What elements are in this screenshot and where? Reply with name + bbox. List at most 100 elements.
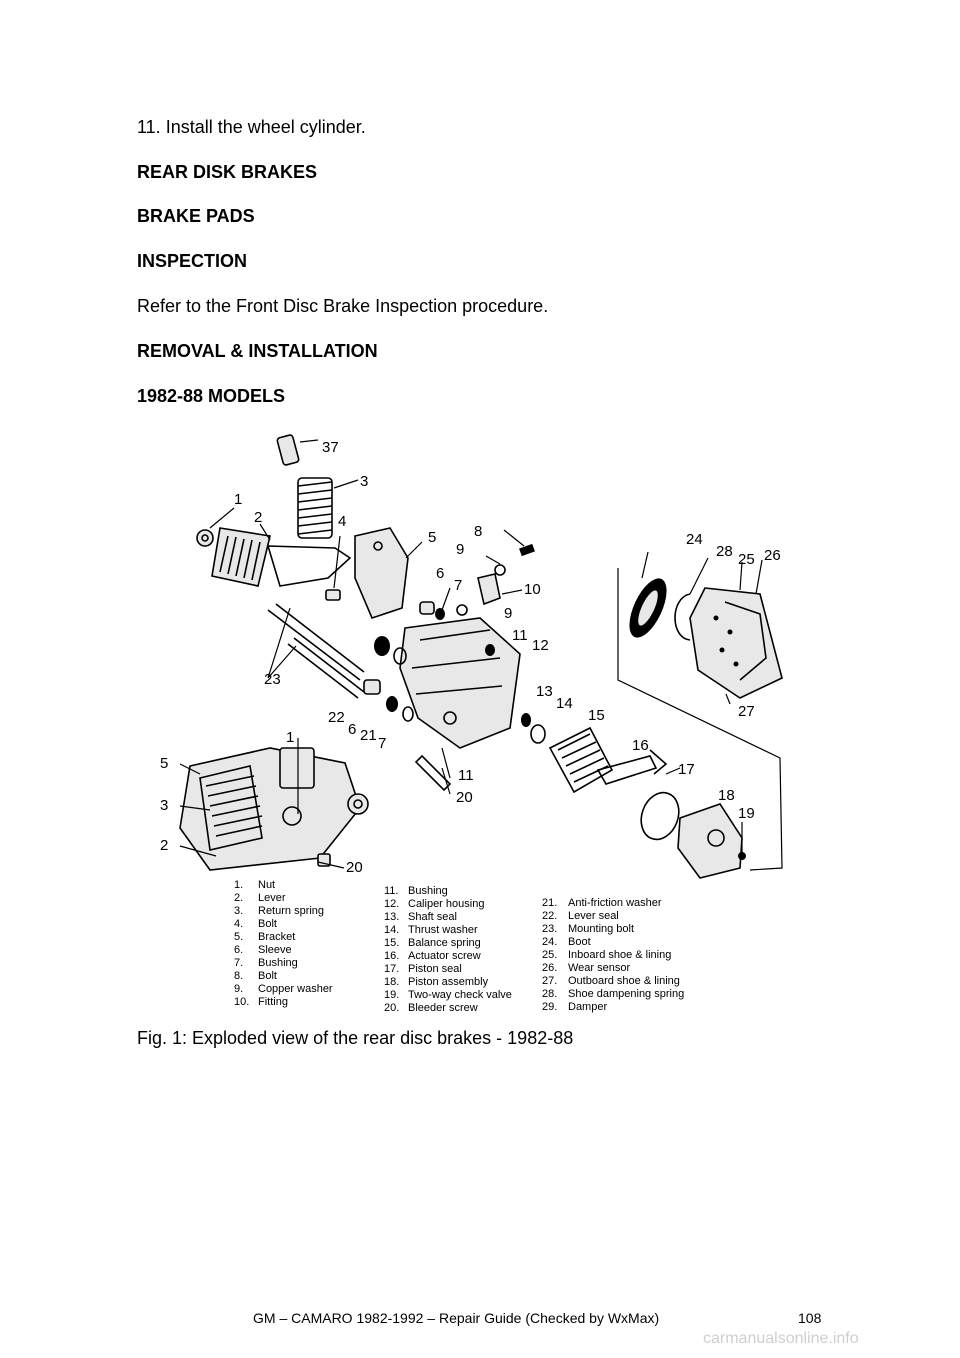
- callout-26: 26: [764, 547, 781, 564]
- callout-labels: 37 3 1 2 4 5 8 9 6 7 10 9 11 12 24 28 25…: [160, 439, 781, 876]
- figure-caption: Fig. 1: Exploded view of the rear disc b…: [137, 1028, 574, 1048]
- legend-label: Mounting bolt: [568, 923, 634, 935]
- legend-label: Actuator screw: [408, 950, 481, 962]
- legend-label: Bushing: [408, 885, 448, 897]
- legend-number: 13.: [384, 911, 399, 923]
- callout-37: 37: [322, 439, 339, 456]
- heading-inspection: INSPECTION: [137, 251, 248, 271]
- callout-2: 2: [254, 509, 262, 526]
- heading-removal-installation: REMOVAL & INSTALLATION: [137, 341, 378, 361]
- legend-label: Fitting: [258, 996, 288, 1008]
- callout-17: 17: [678, 761, 695, 778]
- step-11-text: 11. Install the wheel cylinder.: [137, 117, 366, 137]
- callout-6-bottom: 6: [348, 721, 356, 738]
- callout-28: 28: [716, 543, 733, 560]
- legend-label: Return spring: [258, 905, 324, 917]
- legend-label: Damper: [568, 1001, 607, 1013]
- callout-10: 10: [524, 581, 541, 598]
- callout-8: 8: [474, 523, 482, 540]
- footer-title: GM – CAMARO 1982-1992 – Repair Guide (Ch…: [253, 1310, 660, 1326]
- callout-6-top: 6: [436, 565, 444, 582]
- callout-11-bottom: 11: [458, 767, 474, 784]
- legend-number: 25.: [542, 949, 557, 961]
- legend-number: 27.: [542, 975, 557, 987]
- legend-number: 17.: [384, 963, 399, 975]
- legend-number: 19.: [384, 989, 399, 1001]
- callout-21: 21: [360, 727, 377, 744]
- callout-20-lower: 20: [346, 859, 363, 876]
- legend-number: 26.: [542, 962, 557, 974]
- callout-15: 15: [588, 707, 605, 724]
- legend-label: Sleeve: [258, 944, 292, 956]
- legend-number: 21.: [542, 897, 557, 909]
- legend-number: 1.: [234, 879, 243, 891]
- legend-label: Bolt: [258, 970, 277, 982]
- legend-number: 8.: [234, 970, 243, 982]
- legend-label: Anti-friction washer: [568, 897, 662, 909]
- page-number: 108: [798, 1310, 822, 1326]
- callout-27: 27: [738, 703, 755, 720]
- legend-number: 14.: [384, 924, 399, 936]
- legend-label: Shaft seal: [408, 911, 457, 923]
- heading-brake-pads: BRAKE PADS: [137, 206, 255, 226]
- callout-3-lower: 3: [160, 797, 168, 814]
- callout-4: 4: [338, 513, 346, 530]
- legend-label: Wear sensor: [568, 962, 630, 974]
- callout-22: 22: [328, 709, 345, 726]
- legend-number: 16.: [384, 950, 399, 962]
- callout-16: 16: [632, 737, 649, 754]
- legend-number: 10.: [234, 996, 249, 1008]
- legend-label: Lever seal: [568, 910, 619, 922]
- callout-7-top: 7: [454, 577, 462, 594]
- callout-7-bottom: 7: [378, 735, 386, 752]
- callout-24: 24: [686, 531, 703, 548]
- callout-5: 5: [428, 529, 436, 546]
- legend-label: Bolt: [258, 918, 277, 930]
- legend-number: 4.: [234, 918, 243, 930]
- legend-number: 12.: [384, 898, 399, 910]
- parts-drawing: [179, 434, 783, 879]
- legend-label: Boot: [568, 936, 591, 948]
- legend-number: 24.: [542, 936, 557, 948]
- legend-label: Outboard shoe & lining: [568, 975, 680, 987]
- heading-rear-disk-brakes: REAR DISK BRAKES: [137, 162, 318, 182]
- legend-label: Caliper housing: [408, 898, 484, 910]
- callout-14: 14: [556, 695, 573, 712]
- callout-3: 3: [360, 473, 368, 490]
- legend-label: Copper washer: [258, 983, 333, 995]
- legend-label: Two-way check valve: [408, 989, 512, 1001]
- legend-label: Thrust washer: [408, 924, 478, 936]
- exploded-view-figure: 37 3 1 2 4 5 8 9 6 7 10 9 11 12 24 28 25…: [150, 418, 790, 1018]
- legend-number: 7.: [234, 957, 243, 969]
- legend-label: Nut: [258, 879, 275, 891]
- heading-models: 1982-88 MODELS: [137, 386, 286, 406]
- legend-number: 22.: [542, 910, 557, 922]
- legend-label: Bushing: [258, 957, 298, 969]
- legend-number: 5.: [234, 931, 243, 943]
- exploded-view-drawing: 37 3 1 2 4 5 8 9 6 7 10 9 11 12 24 28 25…: [160, 434, 783, 1014]
- callout-19: 19: [738, 805, 755, 822]
- legend-number: 20.: [384, 1002, 399, 1014]
- legend-label: Piston seal: [408, 963, 462, 975]
- callout-12: 12: [532, 637, 549, 654]
- legend-number: 23.: [542, 923, 557, 935]
- legend-label: Piston assembly: [408, 976, 489, 988]
- watermark: carmanualsonline.info: [703, 1330, 859, 1347]
- callout-11-top: 11: [512, 627, 528, 644]
- callout-18: 18: [718, 787, 735, 804]
- legend-label: Balance spring: [408, 937, 481, 949]
- callout-13: 13: [536, 683, 553, 700]
- legend-label: Bleeder screw: [408, 1002, 478, 1014]
- callout-23: 23: [264, 671, 281, 688]
- legend-number: 2.: [234, 892, 243, 904]
- legend-number: 18.: [384, 976, 399, 988]
- callout-1-lower: 1: [286, 729, 294, 746]
- callout-9-bottom: 9: [504, 605, 512, 622]
- legend-number: 15.: [384, 937, 399, 949]
- inspection-text: Refer to the Front Disc Brake Inspection…: [137, 296, 549, 316]
- legend-number: 28.: [542, 988, 557, 1000]
- legend-label: Shoe dampening spring: [568, 988, 684, 1000]
- callout-1: 1: [234, 491, 242, 508]
- callout-2-lower: 2: [160, 837, 168, 854]
